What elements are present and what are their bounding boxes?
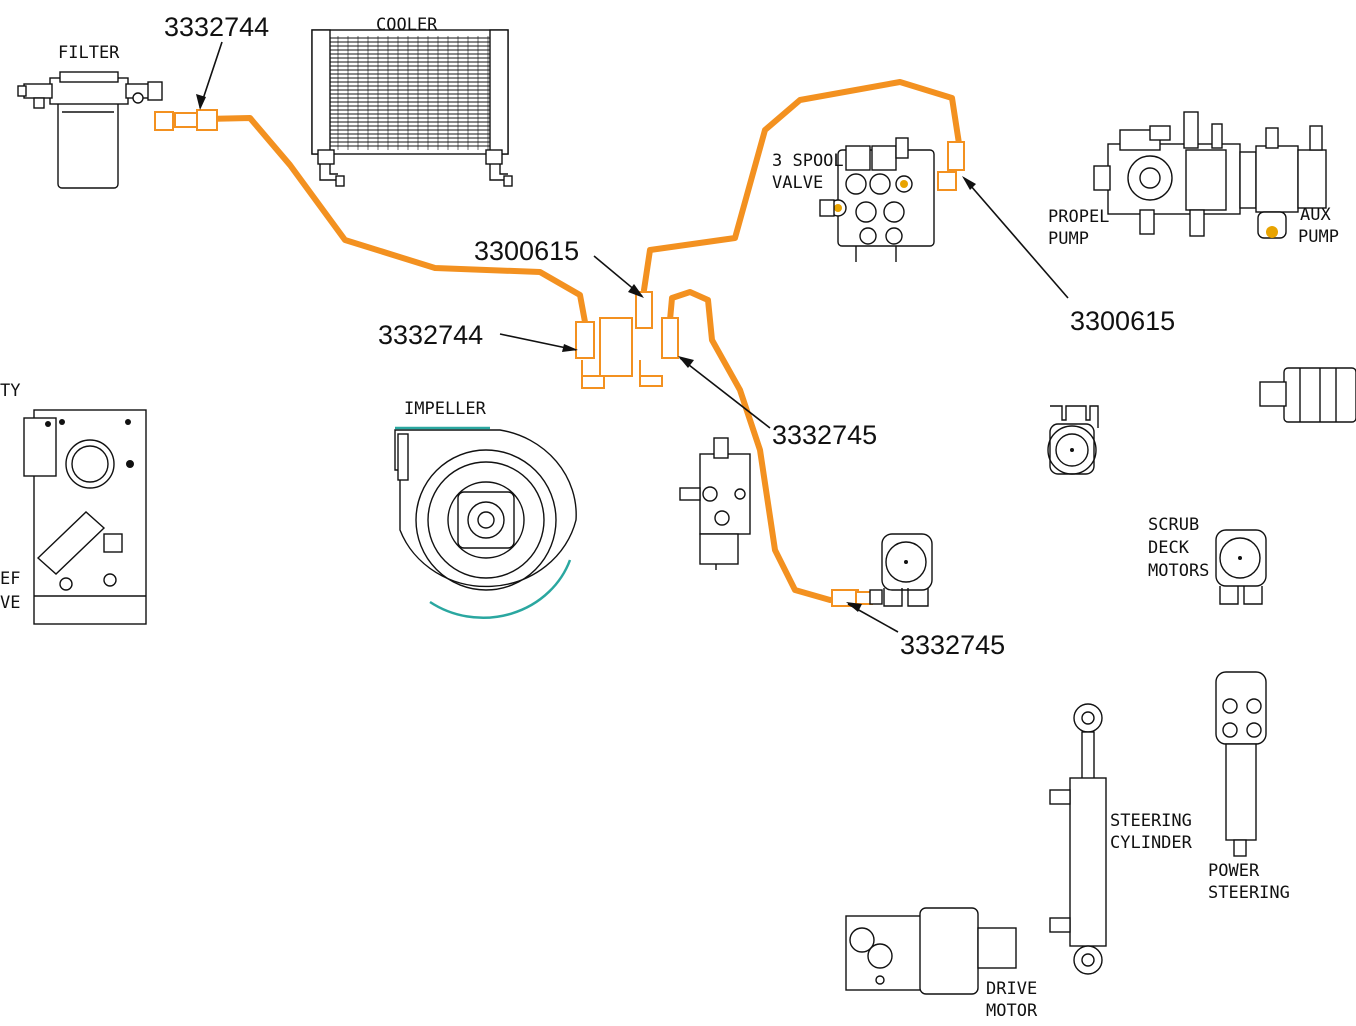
relief-valve-fragment-top: TY <box>0 381 20 401</box>
cooler-label: COOLER <box>376 15 438 35</box>
steering-cylinder-label-1: STEERING <box>1110 811 1192 831</box>
part-number-hose-filter: 3332744 <box>164 12 269 42</box>
steering-cylinder <box>1049 703 1107 975</box>
drive-motor <box>845 907 1017 995</box>
relief-valve-fragment-mid: EF <box>0 569 20 589</box>
hose-manifold-to-deck <box>667 289 861 603</box>
part-number-spool-valve: 3300615 <box>1070 306 1175 336</box>
deck-motor-upper <box>1047 405 1099 475</box>
propel-aux-pump <box>1093 111 1327 239</box>
leader-lines <box>196 41 1069 633</box>
deck-motor-lower <box>869 533 933 607</box>
aux-pump-label-1: AUX <box>1300 205 1331 225</box>
power-steering-unit <box>1215 671 1267 857</box>
scrub-deck-label-2: DECK <box>1148 538 1190 558</box>
relief-valve-fragment-bot: VE <box>0 593 20 613</box>
hose-manifold-to-spool <box>641 79 963 293</box>
relief-valve-panel <box>23 409 147 625</box>
manifold-valve <box>679 437 751 570</box>
part-number-manifold-in: 3332744 <box>378 320 483 350</box>
scrub-deck-label-1: SCRUB <box>1148 515 1199 535</box>
filter-assembly <box>17 71 163 189</box>
impeller-assembly <box>394 426 577 619</box>
hose-fittings <box>154 109 965 607</box>
hose-lines <box>157 79 963 603</box>
part-number-deck-motor: 3332745 <box>900 630 1005 660</box>
scrub-deck-label-3: MOTORS <box>1148 561 1209 581</box>
hose-filter-to-manifold <box>157 115 588 325</box>
aux-pump-label-2: PUMP <box>1298 227 1339 247</box>
steering-cylinder-label-2: CYLINDER <box>1110 833 1193 853</box>
part-number-manifold-top: 3300615 <box>474 236 579 266</box>
filter-label: FILTER <box>58 43 120 63</box>
spool-valve-label-1: 3 SPOOL <box>772 151 844 171</box>
impeller-label: IMPELLER <box>404 399 487 419</box>
cooler-assembly <box>311 29 513 187</box>
part-number-manifold-out: 3332745 <box>772 420 877 450</box>
spool-valve <box>819 137 935 262</box>
drive-motor-label-1: DRIVE <box>986 979 1037 999</box>
spool-valve-label-2: VALVE <box>772 173 823 193</box>
propel-pump-label-1: PROPEL <box>1048 207 1109 227</box>
propel-pump-label-2: PUMP <box>1048 229 1089 249</box>
power-steering-label-2: STEERING <box>1208 883 1290 903</box>
power-steering-label-1: POWER <box>1208 861 1260 881</box>
side-motor <box>1259 367 1356 423</box>
drive-motor-label-2: MOTOR <box>986 1001 1038 1021</box>
scrub-deck-motor <box>1215 529 1267 605</box>
